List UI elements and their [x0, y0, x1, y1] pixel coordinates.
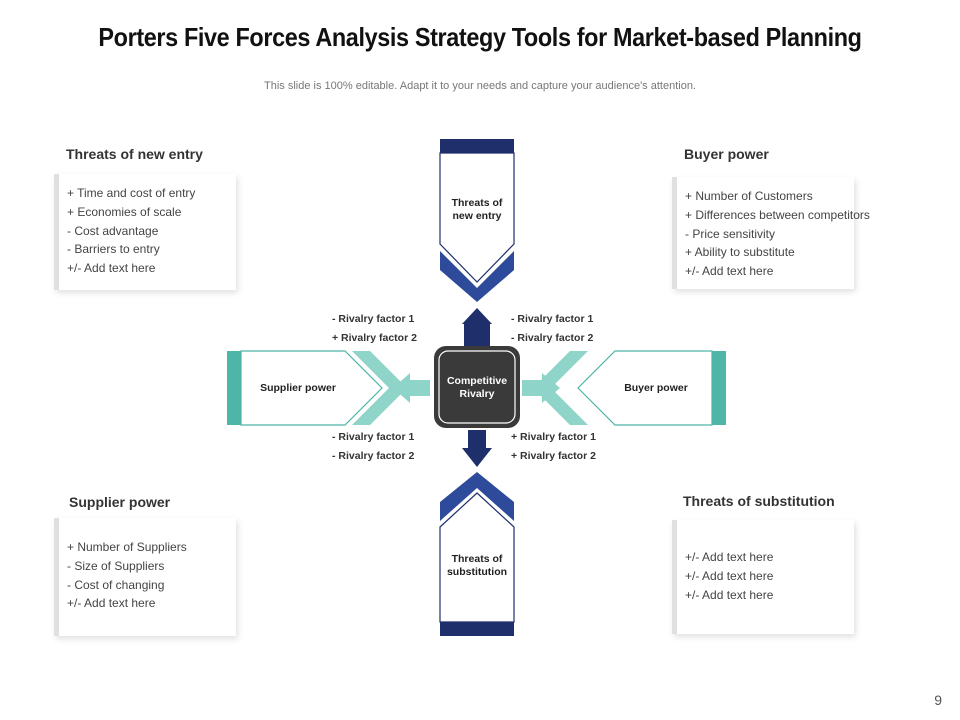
- list-item: + Differences between competitors: [685, 207, 870, 222]
- page-number: 9: [934, 692, 942, 708]
- buyer-power-card: + Number of Customers + Differences betw…: [672, 177, 870, 289]
- supplier-power-title: Supplier power: [69, 494, 171, 510]
- threats-substitution-title: Threats of substitution: [683, 493, 835, 509]
- list-item: + Number of Customers: [685, 189, 813, 203]
- bottom-force-shape: [439, 472, 515, 636]
- rivalry-top-left-2: + Rivalry factor 2: [332, 332, 417, 344]
- arrow-left-icon: [393, 373, 430, 403]
- list-item: - Barriers to entry: [67, 242, 160, 257]
- list-item: + Time and cost of entry: [67, 186, 196, 200]
- rivalry-bottom-right-1: + Rivalry factor 1: [511, 431, 596, 443]
- center-label: Competitive Rivalry: [446, 375, 508, 400]
- slide-title: Porters Five Forces Analysis Strategy To…: [98, 22, 862, 52]
- bottom-shape-label: Threats of substitution: [446, 553, 508, 578]
- list-item: - Price sensitivity: [685, 226, 776, 241]
- list-item: +/- Add text here: [685, 568, 774, 583]
- top-shape-label: Threats of new entry: [451, 197, 503, 222]
- list-item: +/- Add text here: [685, 550, 774, 564]
- rivalry-top-right-1: - Rivalry factor 1: [511, 313, 594, 325]
- list-item: - Cost advantage: [67, 223, 159, 238]
- list-item: +/- Add text here: [685, 587, 774, 602]
- supplier-power-card: + Number of Suppliers - Size of Supplier…: [54, 518, 236, 636]
- rivalry-bottom-left-1: - Rivalry factor 1: [332, 431, 415, 443]
- list-item: +/- Add text here: [67, 596, 156, 611]
- rivalry-bottom-left-2: - Rivalry factor 2: [332, 450, 415, 462]
- list-item: - Size of Suppliers: [67, 558, 165, 573]
- rivalry-top-left-1: - Rivalry factor 1: [332, 313, 415, 325]
- buyer-power-title: Buyer power: [684, 146, 769, 162]
- list-item: - Cost of changing: [67, 577, 165, 592]
- threats-new-entry-title: Threats of new entry: [66, 146, 203, 162]
- list-item: + Number of Suppliers: [67, 540, 187, 554]
- list-item: + Ability to substitute: [685, 245, 795, 260]
- slide-subtitle: This slide is 100% editable. Adapt it to…: [264, 80, 696, 92]
- list-item: +/- Add text here: [67, 261, 156, 276]
- threats-new-entry-card: + Time and cost of entry + Economies of …: [54, 174, 236, 290]
- left-shape-label: Supplier power: [260, 382, 336, 394]
- arrow-up-icon: [462, 308, 492, 346]
- list-item: +/- Add text here: [685, 264, 774, 279]
- rivalry-bottom-right-2: + Rivalry factor 2: [511, 450, 596, 462]
- arrow-down-icon: [462, 430, 492, 467]
- top-force-shape: [439, 139, 515, 302]
- arrow-right-icon: [522, 373, 560, 403]
- rivalry-top-right-2: - Rivalry factor 2: [511, 332, 594, 344]
- threats-substitution-card: +/- Add text here +/- Add text here +/- …: [672, 520, 854, 634]
- list-item: + Economies of scale: [67, 204, 182, 219]
- competitive-rivalry-box: [434, 346, 520, 428]
- right-shape-label: Buyer power: [624, 382, 688, 394]
